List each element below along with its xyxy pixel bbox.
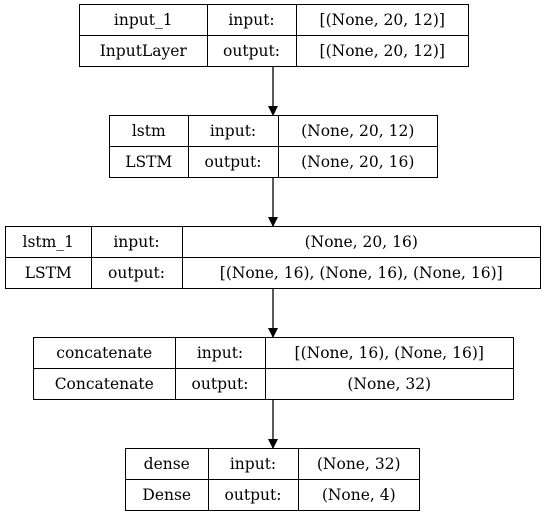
layer-node-lstm_1: lstm_1 input: (None, 20, 16) LSTM output… (5, 226, 541, 289)
output-label: output: (187, 146, 279, 177)
layer-node-dense: dense input: (None, 32) Dense output: (N… (125, 448, 420, 511)
input-shape: [(None, 20, 12)] (295, 5, 468, 36)
input-label: input: (207, 449, 299, 480)
output-label: output: (206, 35, 297, 66)
layer-name: lstm (110, 116, 189, 147)
layer-type: Concatenate (34, 368, 176, 399)
input-label: input: (206, 5, 297, 36)
input-shape: (None, 32) (297, 449, 419, 480)
layer-type: LSTM (110, 146, 189, 177)
layer-name: concatenate (34, 338, 176, 369)
layer-type: LSTM (6, 257, 92, 288)
output-shape: (None, 32) (264, 368, 513, 399)
output-shape: (None, 20, 16) (277, 146, 437, 177)
input-shape: [(None, 16), (None, 16)] (264, 338, 513, 369)
layer-node-concatenate: concatenate input: [(None, 16), (None, 1… (33, 337, 514, 400)
output-label: output: (90, 257, 183, 288)
output-shape: (None, 4) (297, 479, 419, 510)
output-shape: [(None, 20, 12)] (295, 35, 468, 66)
layer-node-input_1: input_1 input: [(None, 20, 12)] InputLay… (79, 4, 469, 67)
input-label: input: (174, 338, 266, 369)
output-label: output: (174, 368, 266, 399)
layer-name: input_1 (80, 5, 208, 36)
layer-name: lstm_1 (6, 227, 92, 258)
output-shape: [(None, 16), (None, 16), (None, 16)] (181, 257, 540, 288)
input-label: input: (90, 227, 183, 258)
input-label: input: (187, 116, 279, 147)
layer-type: Dense (126, 479, 209, 510)
input-shape: (None, 20, 16) (181, 227, 540, 258)
layer-type: InputLayer (80, 35, 208, 66)
input-shape: (None, 20, 12) (277, 116, 437, 147)
layer-node-lstm: lstm input: (None, 20, 12) LSTM output: … (109, 115, 438, 178)
output-label: output: (207, 479, 299, 510)
layer-name: dense (126, 449, 209, 480)
